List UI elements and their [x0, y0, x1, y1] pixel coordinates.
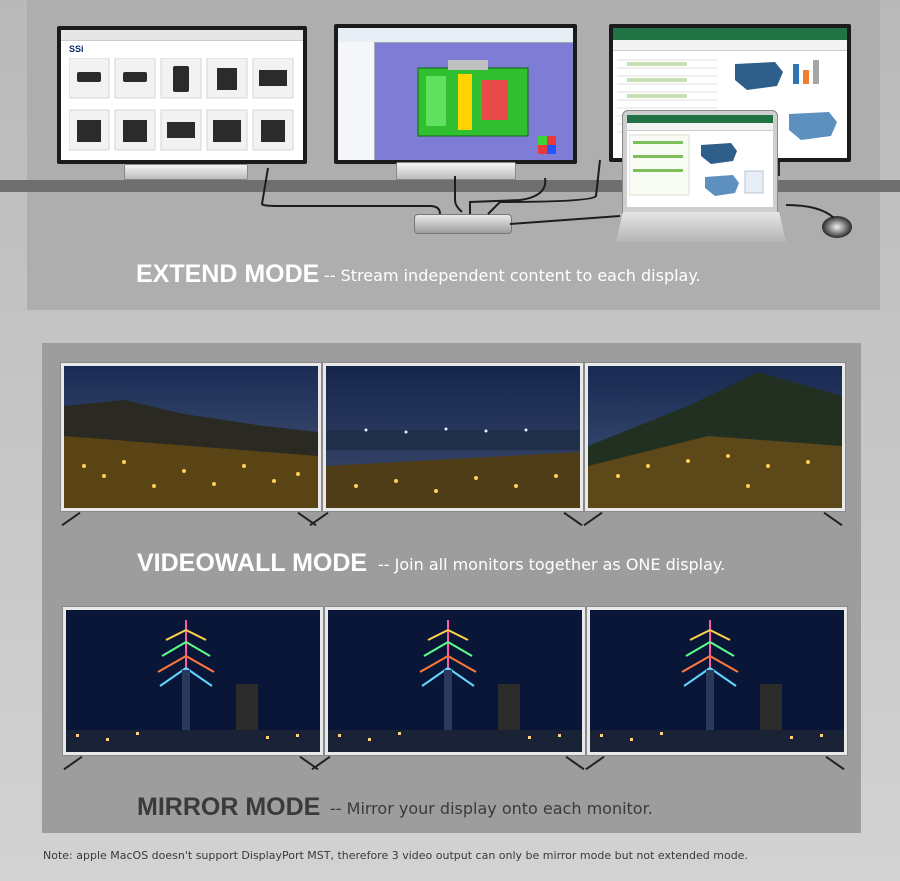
fireworks-tower [328, 610, 582, 752]
mirror-tv-1-screen [66, 610, 320, 752]
store-logo: SSi [69, 44, 84, 54]
extend-mode-description: -- Stream independent content to each di… [324, 266, 701, 285]
videowall-tv-2 [322, 362, 584, 512]
footnote: Note: apple MacOS doesn't support Displa… [43, 849, 748, 862]
product-thumbnails [68, 57, 294, 151]
browser-toolbar [61, 30, 303, 41]
fireworks-tower [590, 610, 844, 752]
night-city-left [64, 366, 318, 508]
monitor-center-screen [338, 28, 573, 160]
videowall-mode-title: VIDEOWALL MODE [137, 549, 368, 577]
mirror-mode-title: MIRROR MODE [137, 793, 321, 821]
laptop-screen [627, 115, 773, 207]
night-city-center [326, 366, 580, 508]
cad-tree-panel [338, 42, 375, 160]
cables [260, 159, 835, 225]
mouse [822, 216, 852, 238]
videowall-mode-description: -- Join all monitors together as ONE dis… [378, 555, 726, 574]
videowall-tv-3 [584, 362, 846, 512]
laptop-sheet-toolbar [627, 123, 773, 131]
cad-model [417, 60, 556, 154]
product-grid [68, 57, 295, 154]
monitor-center [334, 24, 577, 164]
sheet-ribbon [613, 28, 847, 40]
mirror-tv-2 [324, 606, 586, 756]
cad-toolbar [338, 28, 573, 43]
videowall-tv-1 [60, 362, 322, 512]
extend-mode-title: EXTEND MODE [136, 260, 320, 288]
mirror-mode-description: -- Mirror your display onto each monitor… [330, 799, 653, 818]
videowall-tv-3-screen [588, 366, 842, 508]
mirror-tv-3 [586, 606, 848, 756]
laptop-keyboard-deck [616, 212, 786, 242]
laptop-sheet-ribbon [627, 115, 773, 123]
videowall-tv-1-screen [64, 366, 318, 508]
videowall-tv-2-screen [326, 366, 580, 508]
monitor-left-base [124, 164, 248, 180]
monitor-left-screen: SSi [61, 30, 303, 160]
mirror-tv-1 [62, 606, 324, 756]
fireworks-tower [66, 610, 320, 752]
mirror-tv-2-screen [328, 610, 582, 752]
night-city-right [588, 366, 842, 508]
sheet-toolbar [613, 40, 847, 51]
laptop [622, 110, 778, 214]
mirror-tv-3-screen [590, 610, 844, 752]
laptop-sheet-content [629, 134, 764, 196]
monitor-left: SSi [57, 26, 307, 164]
monitor-right [609, 24, 851, 162]
